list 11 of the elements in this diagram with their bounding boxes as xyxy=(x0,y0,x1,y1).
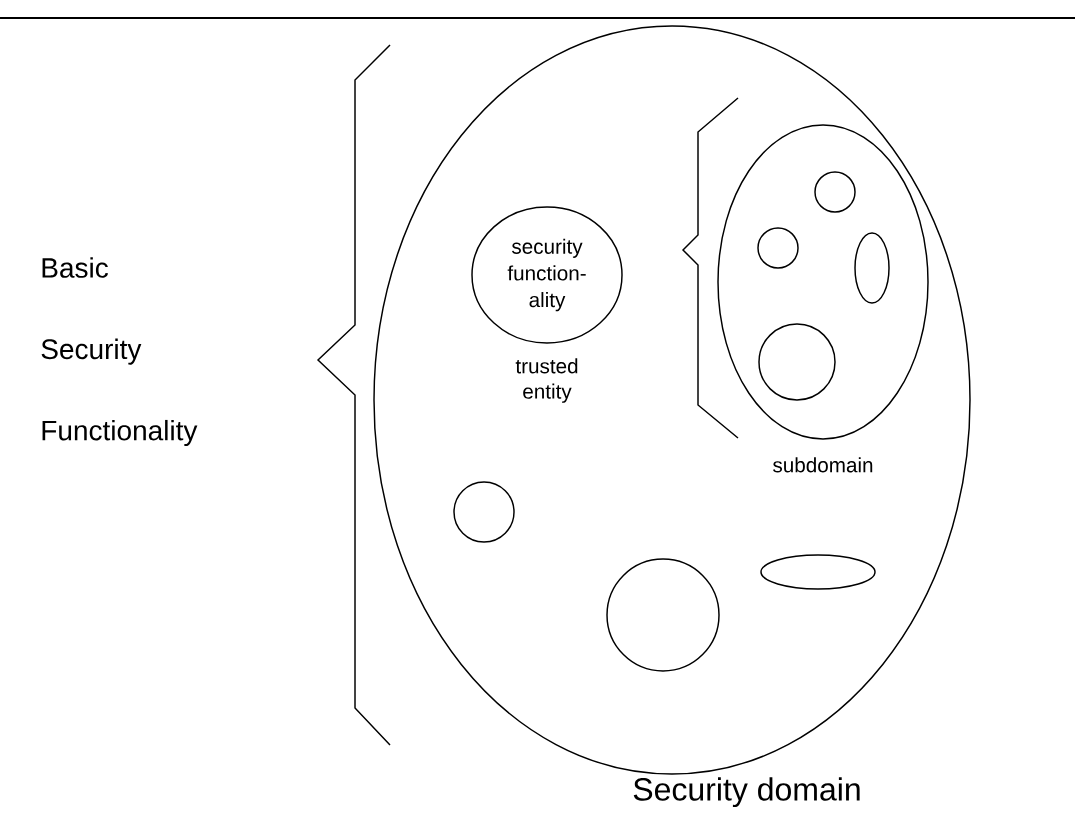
brace-label: Basic Security Functionality xyxy=(41,257,198,447)
node-label: subdomain xyxy=(773,457,873,473)
ellipse xyxy=(760,554,876,590)
circle xyxy=(814,171,856,213)
node-label: security function-ality trusted entity xyxy=(507,238,586,403)
node-label: Security domain xyxy=(633,777,860,808)
circle xyxy=(757,227,799,269)
ellipse xyxy=(854,232,890,304)
circle xyxy=(606,558,720,672)
circle xyxy=(453,481,515,543)
circle xyxy=(758,323,836,401)
